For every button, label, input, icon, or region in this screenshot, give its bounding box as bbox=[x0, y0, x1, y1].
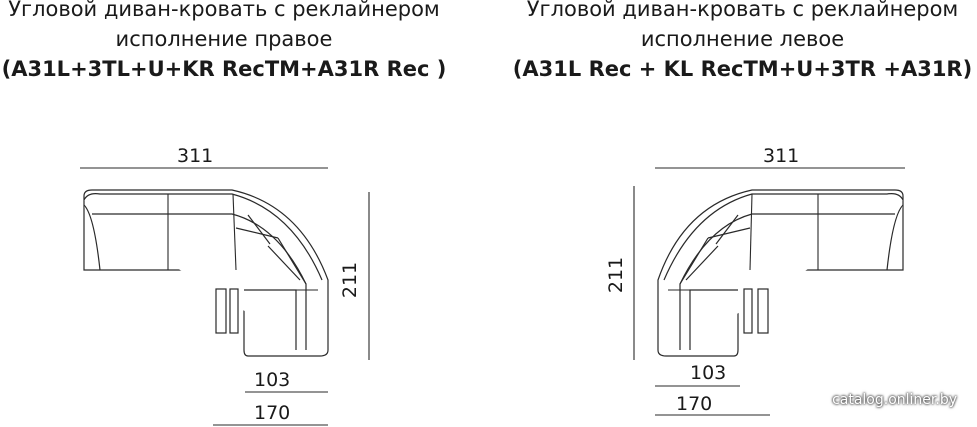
dimension-depth-label: 211 bbox=[339, 261, 361, 299]
dimension-width-label: 311 bbox=[763, 145, 800, 167]
corner-wedge bbox=[679, 214, 739, 285]
recliner-footrest bbox=[229, 288, 239, 334]
watermark: catalog.onliner.by bbox=[832, 392, 957, 408]
corner-wedge bbox=[685, 227, 751, 281]
dimension-seat-label: 103 bbox=[254, 369, 291, 391]
recliner-footrest bbox=[215, 288, 227, 334]
sofa-left-armrest bbox=[83, 204, 101, 271]
caption-model: (A31L Rec + KL RecTM+U+3TR +A31R) bbox=[512, 57, 973, 81]
sofa-right-armrest bbox=[886, 204, 904, 271]
caption-title: Угловой диван-кровать с реклайнером bbox=[8, 0, 440, 21]
corner-wedge bbox=[235, 227, 301, 281]
caption-left-version: Угловой диван-кровать с реклайнером испо… bbox=[508, 0, 977, 84]
diagram-left-version bbox=[633, 167, 905, 416]
dimension-width-label: 311 bbox=[177, 145, 214, 167]
recliner-footrest bbox=[757, 288, 769, 334]
caption-title: Угловой диван-кровать с реклайнером bbox=[526, 0, 959, 21]
diagram-right-version bbox=[80, 167, 370, 426]
dimension-seat-label: 103 bbox=[690, 362, 727, 384]
corner-wedge bbox=[247, 214, 307, 285]
caption-subtitle: исполнение левое bbox=[640, 27, 845, 51]
seat-divider bbox=[749, 193, 753, 271]
dimension-depth-label: 211 bbox=[605, 256, 627, 294]
caption-model: (A31L+3TL+U+KR RecTM+A31R Rec ) bbox=[1, 57, 447, 81]
caption-subtitle: исполнение правое bbox=[115, 27, 333, 51]
dimension-total-label: 170 bbox=[676, 393, 713, 415]
seat-divider bbox=[232, 193, 237, 271]
dimension-total-label: 170 bbox=[254, 402, 291, 424]
recliner-footrest bbox=[743, 288, 753, 334]
caption-right-version: Угловой диван-кровать с реклайнером испо… bbox=[0, 0, 448, 84]
